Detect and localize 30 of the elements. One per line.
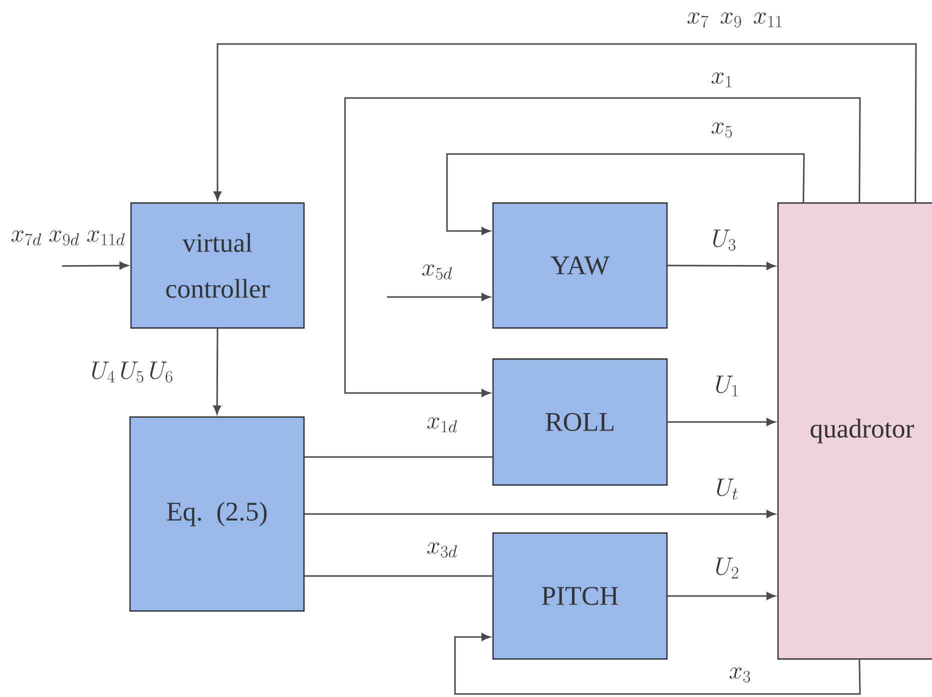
edge-label: $x_{3d}$ <box>426 542 458 558</box>
controller-box: YAW <box>492 202 668 329</box>
edge-label: $x_{7d}\;x_{9d}\;x_{11d}$ <box>10 230 126 246</box>
arrow <box>454 633 861 695</box>
edge-label: $U_t$ <box>714 478 740 500</box>
controller-box: PITCH <box>492 532 668 660</box>
edge-label: $x_{5d}$ <box>420 264 454 280</box>
edge-label: $U_2$ <box>714 556 740 580</box>
arrow <box>62 262 128 270</box>
plant-box: quadrotor <box>777 202 932 660</box>
arrow <box>344 97 861 397</box>
edge-label: $x_1$ <box>710 72 734 88</box>
edge-label: $U_1$ <box>714 374 740 398</box>
arrow <box>213 328 221 414</box>
controller-box: Eq. (2.5) <box>129 416 305 612</box>
arrow <box>304 510 776 518</box>
controller-box: ROLL <box>492 358 668 486</box>
arrow <box>668 262 776 270</box>
edge-label: $x_{1d}$ <box>426 416 458 434</box>
arrow <box>668 592 776 600</box>
edge-label: $U_3$ <box>710 228 738 252</box>
edge-label: $x_7\;\,x_9\;\,x_{11}$ <box>686 12 784 28</box>
controller-box: virtual controller <box>130 202 305 329</box>
edge-label: $x_5$ <box>710 122 734 138</box>
arrow <box>668 418 776 426</box>
arrow <box>387 293 490 301</box>
arrow <box>214 43 917 202</box>
arrow <box>446 153 805 235</box>
edge-label: $U_4\,U_5\,U_6$ <box>90 360 174 384</box>
edge-label: $x_3$ <box>728 666 752 684</box>
